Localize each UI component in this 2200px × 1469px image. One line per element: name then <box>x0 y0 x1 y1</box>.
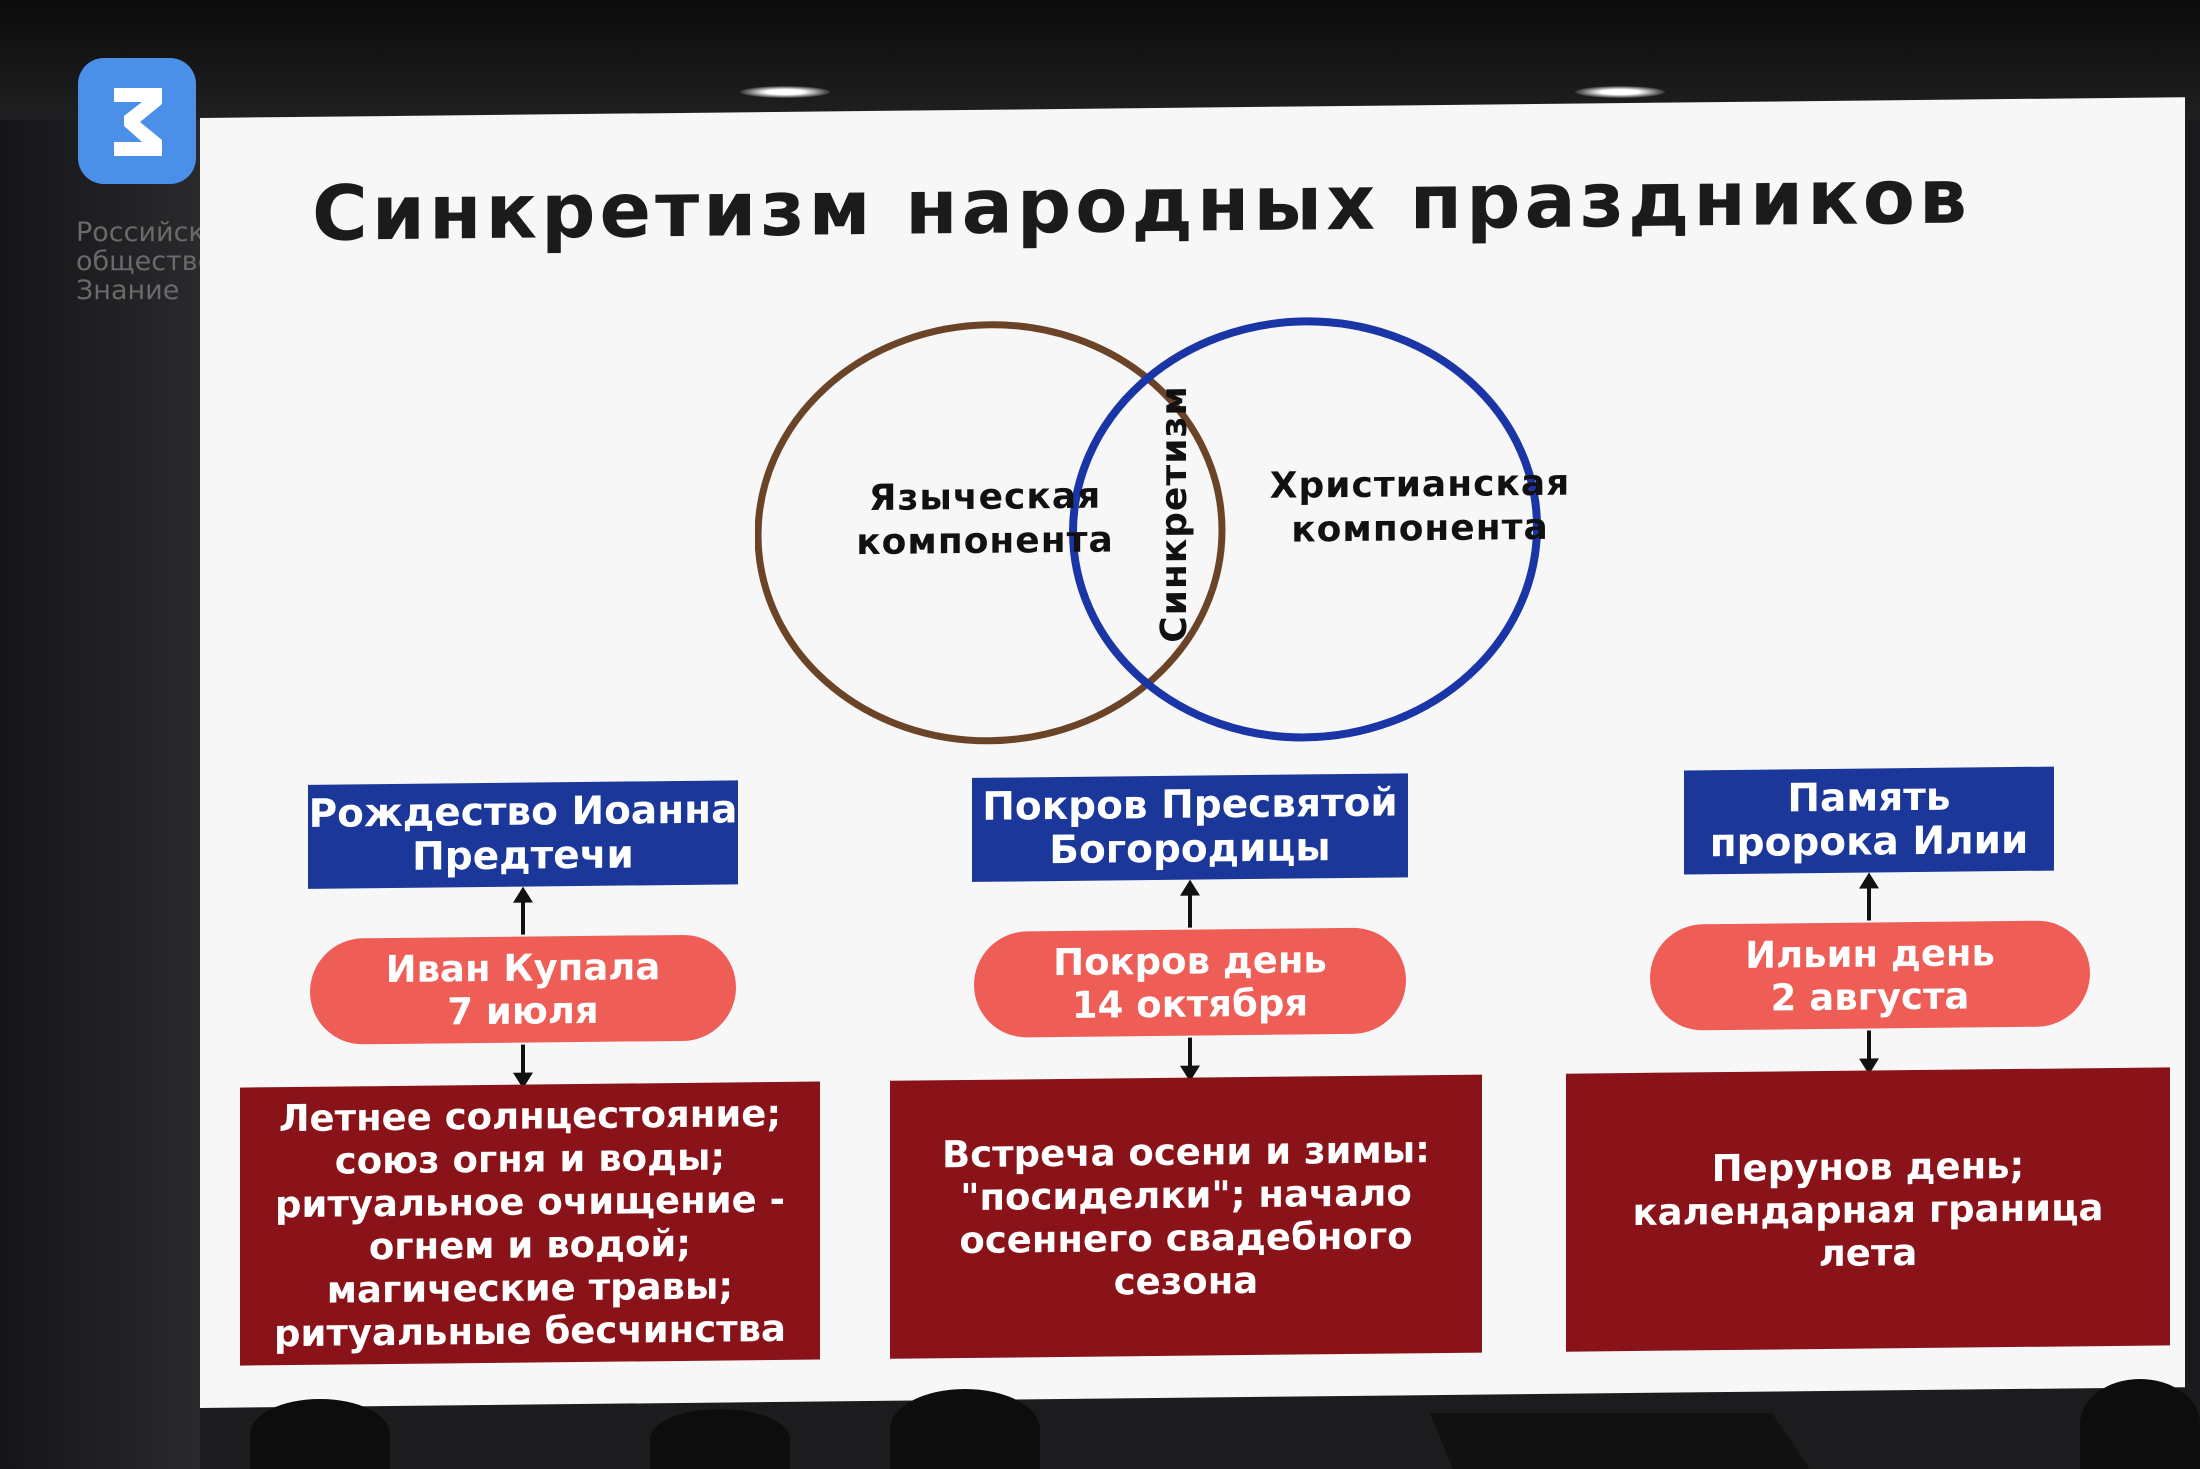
logo-line: Знание <box>76 275 180 306</box>
meaning-line: магические травы; <box>326 1264 734 1312</box>
folk-holiday-pill: Покров день 14 октября <box>974 927 1406 1038</box>
church-holiday-line: пророка Илии <box>1709 817 2029 867</box>
folk-holiday-pill: Ильин день 2 августа <box>1650 920 2090 1031</box>
pagan-label-line: компонента <box>856 519 1114 564</box>
audience-head <box>650 1409 790 1469</box>
syncretism-label: Синкретизм <box>1154 385 1195 644</box>
meaning-line: календарная граница <box>1632 1185 2104 1234</box>
folk-holiday-line: Иван Купала <box>385 945 661 992</box>
church-holiday-line: Богородицы <box>1049 825 1331 874</box>
venn-diagram: Языческая компонента Христианская компон… <box>754 301 1595 750</box>
arrow-up <box>1188 893 1192 928</box>
church-holiday-box: Память пророка Илии <box>1684 766 2054 875</box>
meaning-line: лета <box>1818 1230 1918 1275</box>
ceiling-light <box>740 86 830 98</box>
left-wall <box>0 120 200 1469</box>
meaning-line: осеннего свадебного <box>959 1214 1413 1263</box>
venn-svg <box>754 317 1541 745</box>
meaning-line: Перунов день; <box>1711 1143 2025 1190</box>
pagan-label: Языческая компонента <box>825 474 1145 565</box>
pagan-circle <box>754 321 1226 745</box>
christian-label-line: Христианская <box>1269 462 1571 507</box>
folk-holiday-line: Ильин день <box>1745 931 1995 977</box>
christian-circle <box>1069 317 1541 742</box>
church-holiday-box: Покров Пресвятой Богородицы <box>972 773 1408 882</box>
meaning-line: союз огня и воды; <box>334 1135 726 1183</box>
folk-holiday-line: 14 октября <box>1071 981 1309 1027</box>
christian-label: Христианская компонента <box>1255 461 1585 552</box>
church-holiday-box: Рождество Иоанна Предтечи <box>308 780 738 889</box>
meaning-line: ритуальное очищение - <box>275 1177 785 1227</box>
projection-screen: Синкретизм народных праздников Языческая… <box>200 97 2185 1408</box>
arrow-up <box>521 900 525 935</box>
ceiling <box>0 0 2200 120</box>
meaning-box: Встреча осени и зимы: "посиделки"; начал… <box>890 1074 1482 1359</box>
logo-line: общество <box>76 246 215 277</box>
meaning-line: огнем и водой; <box>368 1221 692 1269</box>
stage-monitor <box>1430 1413 1810 1469</box>
audience-head <box>2080 1379 2200 1469</box>
folk-holiday-line: 7 июля <box>447 988 599 1034</box>
arrow-down <box>521 1044 525 1075</box>
meaning-line: "посиделки"; начало <box>960 1171 1412 1220</box>
pagan-label-line: Языческая <box>868 475 1102 519</box>
church-holiday-line: Покров Пресвятой <box>982 780 1398 830</box>
meaning-line: сезона <box>1113 1258 1259 1304</box>
audience-head <box>890 1389 1040 1469</box>
folk-holiday-line: Покров день <box>1053 938 1327 985</box>
meaning-box: Летнее солнцестояние; союз огня и воды; … <box>240 1081 820 1366</box>
meaning-line: Встреча осени и зимы: <box>942 1128 1430 1177</box>
meaning-box: Перунов день; календарная граница лета <box>1566 1067 2170 1352</box>
church-holiday-line: Память <box>1787 774 1951 822</box>
meaning-line: ритуальные бесчинства <box>274 1306 786 1356</box>
arrow-down <box>1867 1030 1871 1061</box>
church-holiday-line: Рождество Иоанна <box>308 787 738 837</box>
christian-label-line: компонента <box>1291 506 1549 551</box>
ceiling-light <box>1575 86 1665 98</box>
meaning-line: Летнее солнцестояние; <box>278 1091 782 1141</box>
arrow-up <box>1867 886 1871 921</box>
slide-title: Синкретизм народных праздников <box>312 151 1971 258</box>
znanie-logo-icon <box>78 58 196 184</box>
church-holiday-line: Предтечи <box>412 832 634 880</box>
arrow-down <box>1188 1037 1192 1068</box>
folk-holiday-pill: Иван Купала 7 июля <box>310 934 736 1045</box>
folk-holiday-line: 2 августа <box>1770 974 1970 1020</box>
audience-head <box>250 1399 390 1469</box>
right-wall <box>2180 120 2200 1469</box>
audience-silhouettes <box>0 1379 2200 1469</box>
